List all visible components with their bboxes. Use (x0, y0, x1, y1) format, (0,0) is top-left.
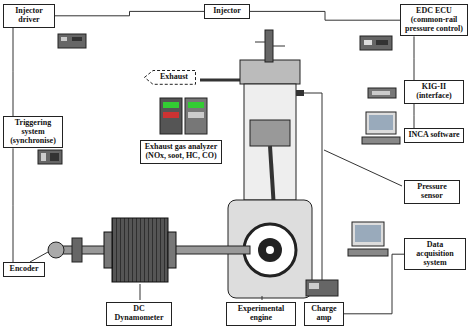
node-label: EDC ECU (common-rail pressure control) (404, 7, 464, 33)
label-box: Encoder (3, 262, 45, 277)
label-box: Experimental engine (226, 302, 296, 326)
connector-wire (344, 254, 404, 314)
computer-icon (348, 222, 388, 256)
charge-amp-device (306, 280, 338, 296)
node-label: Triggering system (synchronise) (7, 119, 59, 145)
connector-wire (13, 148, 14, 262)
connector-wire (13, 28, 14, 116)
label-box: DC Dynamometer (106, 302, 172, 326)
label-box: Triggering system (synchronise) (3, 116, 63, 148)
connector-wire (250, 11, 400, 20)
node-label: Data acquisition system (408, 241, 462, 267)
gas-analyzer-device (160, 98, 207, 134)
label-box: INCA software (404, 128, 464, 143)
node-label: Pressure sensor (408, 183, 456, 201)
node-label: Exhaust (156, 73, 192, 82)
label-box: Charge amp (304, 302, 344, 326)
node-label: Injector driver (7, 7, 51, 25)
node-label: INCA software (408, 131, 460, 140)
injector-driver-device (58, 34, 86, 48)
node-label: Experimental engine (230, 305, 292, 323)
label-box: KIG-II (interface) (404, 80, 464, 104)
connector-wire (414, 36, 415, 80)
node-label: KIG-II (interface) (408, 83, 460, 101)
node-label: Encoder (7, 265, 41, 274)
node-label: DC Dynamometer (110, 305, 168, 323)
dynamometer-illustration (48, 218, 250, 282)
label-box: Injector driver (3, 4, 55, 28)
engine-illustration (228, 30, 312, 298)
connector-wire (55, 11, 204, 15)
label-box: Data acquisition system (404, 238, 466, 270)
node-label: Injector (208, 7, 246, 16)
connector-wire (414, 104, 415, 128)
node-label: Exhaust gas analyzer (NOx, soot, HC, CO) (144, 143, 218, 161)
computer-icon (362, 112, 400, 144)
label-box: Injector (204, 4, 250, 19)
ecu-device (360, 36, 392, 50)
interface-device (368, 88, 396, 98)
label-box: Exhaust gas analyzer (NOx, soot, HC, CO) (140, 140, 222, 164)
node-label: Charge amp (308, 305, 340, 323)
exhaust-arrow: Exhaust (144, 70, 196, 85)
label-box: Pressure sensor (404, 180, 460, 204)
trigger-device (38, 150, 62, 164)
label-box: EDC ECU (common-rail pressure control) (400, 4, 468, 36)
